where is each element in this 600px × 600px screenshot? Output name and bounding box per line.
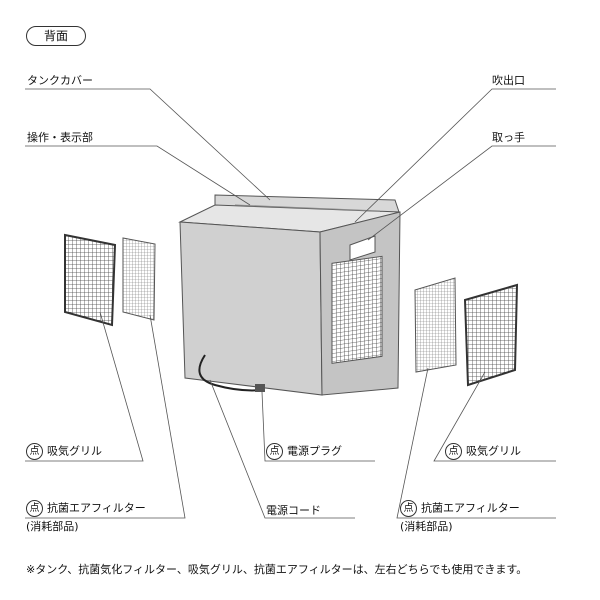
label-handle: 取っ手 — [492, 131, 525, 144]
label-filter-left: 点抗菌エアフィルター — [26, 500, 146, 517]
part-badge: 点 — [26, 500, 43, 517]
view-title: 背面 — [26, 26, 86, 46]
label-text: 電源プラグ — [287, 444, 342, 458]
label-controls: 操作・表示部 — [27, 131, 93, 144]
label-outlet: 吹出口 — [492, 74, 525, 87]
label-text: 吸気グリル — [47, 444, 102, 458]
part-badge: 点 — [445, 443, 462, 460]
humidifier-unit — [178, 194, 401, 396]
label-tank-cover: タンクカバー — [27, 74, 93, 87]
label-filter-left-note: (消耗部品) — [26, 520, 79, 533]
left-filter — [122, 237, 156, 321]
label-text: 吸気グリル — [466, 444, 521, 458]
label-text: 抗菌エアフィルター — [421, 501, 520, 515]
label-cord: 電源コード — [266, 504, 321, 517]
label-grille-right: 点吸気グリル — [445, 443, 521, 460]
part-badge: 点 — [26, 443, 43, 460]
label-filter-right: 点抗菌エアフィルター — [400, 500, 520, 517]
right-filter — [414, 277, 457, 373]
footnote: ※タンク、抗菌気化フィルター、吸気グリル、抗菌エアフィルターは、左右どちらでも使… — [26, 563, 528, 576]
right-grille — [463, 283, 519, 387]
label-plug: 点電源プラグ — [266, 443, 342, 460]
part-badge: 点 — [400, 500, 417, 517]
label-filter-right-note: (消耗部品) — [400, 520, 453, 533]
part-badge: 点 — [266, 443, 283, 460]
leader-lines — [25, 88, 556, 519]
left-grille — [64, 233, 117, 327]
label-text: 抗菌エアフィルター — [47, 501, 146, 515]
label-grille-left: 点吸気グリル — [26, 443, 102, 460]
